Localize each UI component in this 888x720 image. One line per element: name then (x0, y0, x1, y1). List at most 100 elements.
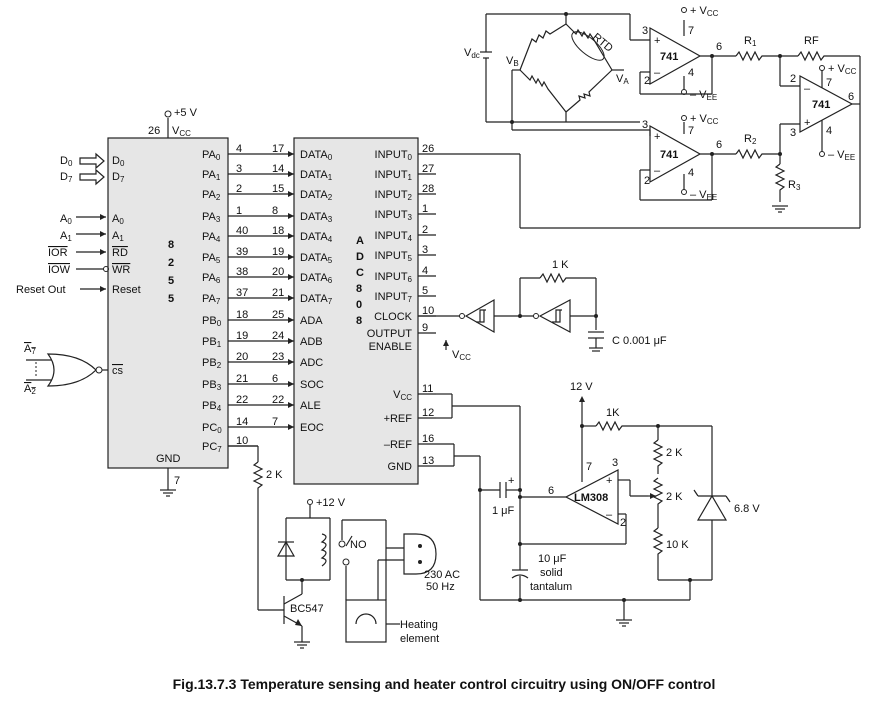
ground-symbol-r3 (772, 205, 788, 213)
svg-text:INPUT5: INPUT5 (375, 250, 413, 263)
resistor-1k-ref (595, 420, 636, 432)
svg-text:24: 24 (272, 330, 284, 342)
svg-text:INPUT1: INPUT1 (375, 169, 413, 182)
svg-text:3: 3 (422, 244, 428, 256)
svg-text:+: + (606, 475, 612, 487)
svg-text:PB1: PB1 (202, 336, 222, 349)
va-label: VA (616, 73, 629, 86)
rf-label: RF (804, 35, 819, 47)
relay-supply-label: +12 V (316, 497, 346, 509)
svg-text:22: 22 (236, 394, 248, 406)
ppi-vcc-label: VCC (172, 125, 191, 138)
rtd-bridge: Vdc RTD VB VA (464, 12, 650, 131)
svg-text:3: 3 (790, 127, 796, 139)
vcc-terminal-ppi (164, 110, 172, 118)
svg-text:2: 2 (236, 183, 242, 195)
svg-text:2: 2 (422, 224, 428, 236)
svg-text:21: 21 (272, 287, 284, 299)
svg-text:4: 4 (826, 125, 832, 137)
pin-rd-label: RD (112, 247, 128, 259)
ref-r-a-label: 2 K (666, 447, 683, 459)
svg-text:8: 8 (168, 239, 174, 251)
svg-text:VCC: VCC (393, 389, 412, 402)
svg-text:INPUT0: INPUT0 (375, 149, 413, 162)
clock-oscillator: 1 K C 0.001 μF (418, 259, 667, 352)
svg-text:5: 5 (168, 275, 174, 287)
svg-text:7: 7 (826, 77, 832, 89)
svg-text:5: 5 (168, 293, 174, 305)
svg-text:6: 6 (716, 139, 722, 151)
clock-cap-label: C 0.001 μF (612, 335, 667, 347)
adc-chip-name: A D C 8 0 8 (356, 235, 364, 327)
zener-label: 6.8 V (734, 503, 760, 515)
svg-text:–REF: –REF (384, 439, 412, 451)
svg-text:18: 18 (272, 225, 284, 237)
cap-10uf-label-1: 10 μF (538, 553, 567, 565)
svg-text:4: 4 (422, 265, 428, 277)
svg-text:11: 11 (422, 383, 433, 395)
svg-text:– VEE: – VEE (828, 149, 855, 162)
transistor-label: BC547 (290, 603, 324, 615)
resistor-r1 (735, 50, 780, 62)
svg-text:PA4: PA4 (202, 231, 221, 244)
ref-r-top-label: 1K (606, 407, 620, 419)
vdc-label: Vdc (464, 47, 480, 60)
svg-text:+: + (654, 35, 660, 47)
supply-12v-label: 12 V (570, 381, 593, 393)
svg-text:–: – (804, 83, 811, 95)
svg-text:6: 6 (716, 41, 722, 53)
svg-text:4: 4 (688, 167, 694, 179)
adc-left-pins: DATA017DATA114DATA215DATA38DATA418DATA51… (272, 143, 333, 434)
svg-text:INPUT3: INPUT3 (375, 209, 413, 222)
pin-a1-label: A1 (112, 230, 124, 243)
svg-text:+ VCC: + VCC (690, 113, 719, 126)
svg-text:12: 12 (422, 407, 434, 419)
r1-label: R1 (744, 35, 757, 48)
svg-text:2: 2 (168, 257, 174, 269)
ppi-pin-pb1: PB1 19 (202, 330, 294, 349)
svg-text:40: 40 (236, 225, 248, 237)
svg-text:6: 6 (548, 485, 554, 497)
svg-text:21: 21 (236, 373, 248, 385)
pin-d0-label: D0 (112, 155, 125, 168)
svg-text:7: 7 (688, 125, 694, 137)
svg-text:– VEE: – VEE (690, 89, 717, 102)
svg-text:2: 2 (644, 175, 650, 187)
svg-text:19: 19 (236, 330, 248, 342)
svg-text:14: 14 (272, 163, 284, 175)
bus-d7-label: D7 (60, 171, 73, 184)
svg-text:0: 0 (356, 299, 362, 311)
svg-text:PA6: PA6 (202, 272, 221, 285)
svg-text:DATA3: DATA3 (300, 211, 333, 224)
opamp-buffer-a: 741 + – 3 2 + VCC 7 – VEE 4 6 (629, 5, 736, 102)
ppi-vcc-pin: 26 (148, 125, 160, 137)
svg-text:14: 14 (236, 416, 248, 428)
pin-reset-label: Reset (112, 284, 141, 296)
svg-text:741: 741 (660, 149, 678, 161)
svg-text:DATA2: DATA2 (300, 189, 333, 202)
svg-text:ADC: ADC (300, 357, 323, 369)
cap-10uf-label-2: solid (540, 567, 563, 579)
ppi-supply-label: +5 V (174, 107, 198, 119)
svg-text:DATA4: DATA4 (300, 231, 333, 244)
pin-d7-label: D7 (112, 171, 125, 184)
svg-text:4: 4 (688, 67, 694, 79)
svg-text:EOC: EOC (300, 422, 324, 434)
gate-input-a2: A2 (24, 383, 36, 396)
ground-symbol-ppi (160, 489, 176, 497)
svg-text:INPUT4: INPUT4 (375, 230, 413, 243)
svg-text:PB2: PB2 (202, 357, 222, 370)
